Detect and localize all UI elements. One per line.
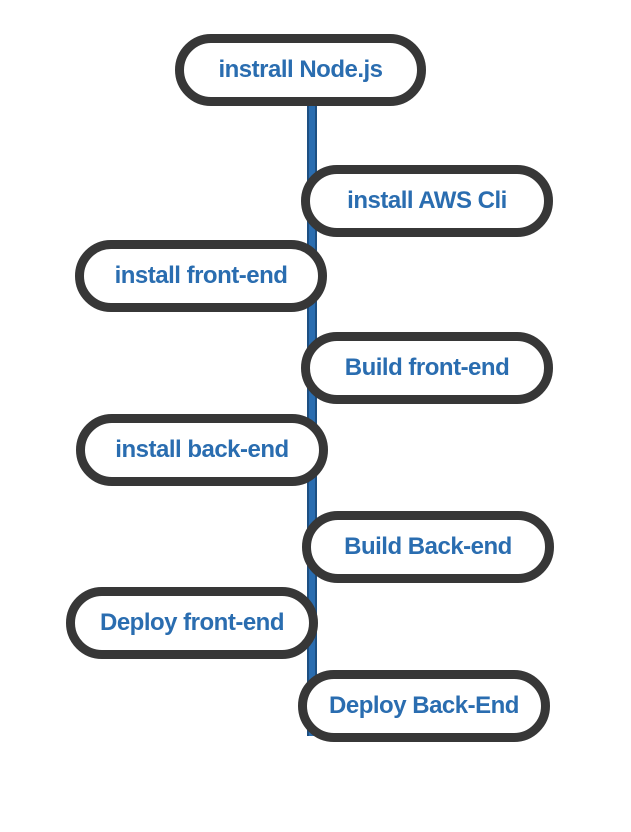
step-label: instrall Node.js	[218, 56, 383, 83]
step-deploy-back-end: Deploy Back-End	[298, 670, 550, 742]
step-install-nodejs: instrall Node.js	[175, 34, 426, 106]
step-label: Build front-end	[344, 354, 510, 381]
step-label: Deploy Back-End	[329, 692, 519, 719]
step-install-front-end: install front-end	[75, 240, 327, 312]
step-label: install back-end	[115, 436, 289, 463]
step-build-back-end: Build Back-end	[302, 511, 554, 583]
step-install-back-end: install back-end	[76, 414, 328, 486]
timeline-line	[307, 70, 317, 736]
step-label: Build Back-end	[344, 533, 512, 560]
step-label: Deploy front-end	[100, 609, 285, 636]
step-install-aws-cli: install AWS Cli	[301, 165, 553, 237]
step-label: install AWS Cli	[347, 187, 507, 214]
step-label: install front-end	[114, 262, 288, 289]
step-deploy-front-end: Deploy front-end	[66, 587, 318, 659]
step-build-front-end: Build front-end	[301, 332, 553, 404]
